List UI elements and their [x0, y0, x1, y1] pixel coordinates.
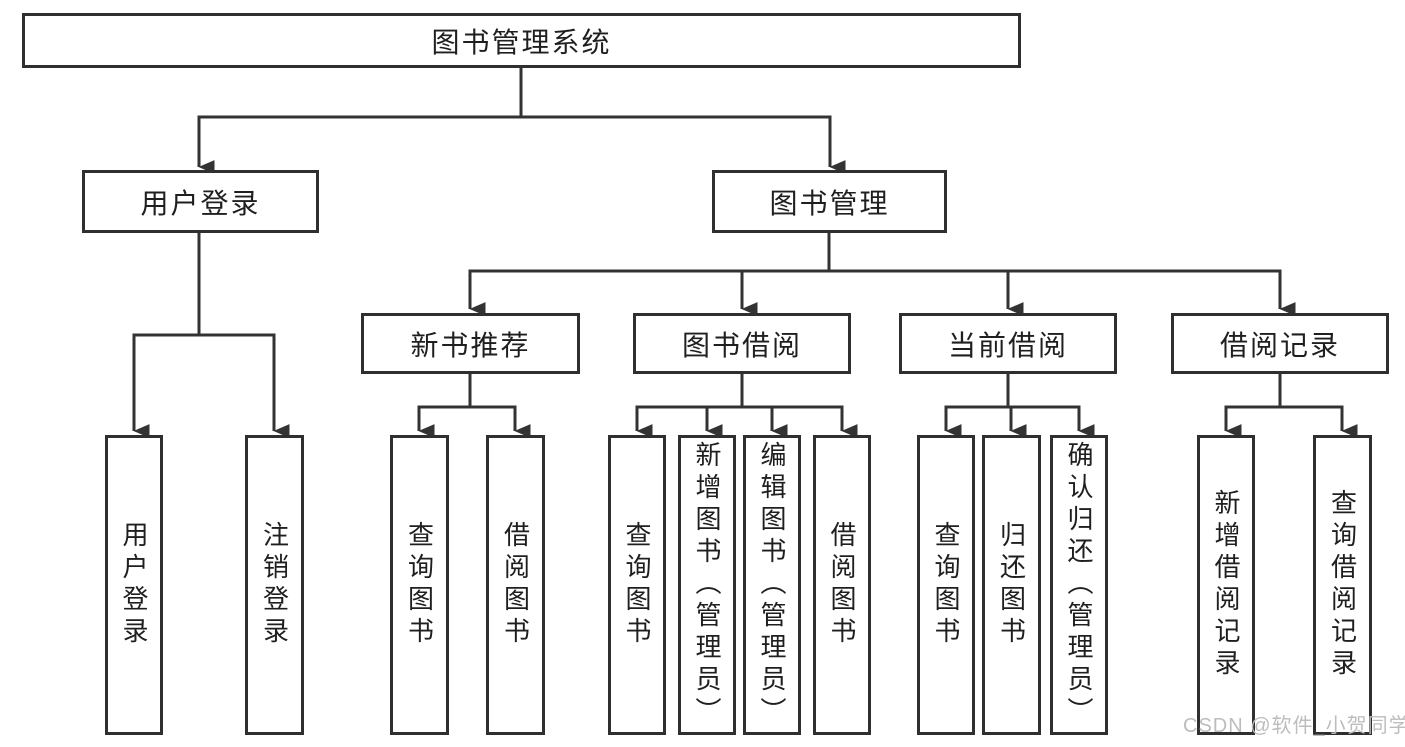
connector-book-borrow-to-leaves: [635, 374, 858, 438]
node-leaf-newbook-query-books: 查询图书: [390, 435, 449, 735]
node-label: 当前借阅: [947, 329, 1068, 361]
node-label: 归还图书: [996, 521, 1027, 649]
node-label: 用户登录: [140, 187, 261, 219]
node-leaf-borrow-query-books: 查询图书: [608, 435, 666, 735]
node-label: 新书推荐: [410, 329, 531, 361]
node-leaf-records-add-record: 新增借阅记录: [1197, 435, 1255, 735]
node-label: 图书借阅: [681, 329, 802, 361]
connector-user-login-to-leaves: [132, 233, 290, 438]
node-label: 查询借阅记录: [1327, 489, 1358, 681]
node-leaf-current-query-books: 查询图书: [917, 435, 975, 735]
connector-borrow-records-to-leaves: [1224, 374, 1358, 438]
node-label: 查询图书: [404, 521, 435, 649]
node-branch-user-login: 用户登录: [82, 170, 319, 233]
node-label: 编辑图书（管理员）: [757, 441, 787, 729]
node-label: 用户登录: [119, 521, 149, 649]
node-module-book-borrow: 图书借阅: [633, 313, 851, 374]
node-leaf-records-query-record: 查询借阅记录: [1313, 435, 1372, 735]
connector-root-to-branches: [197, 68, 846, 174]
node-label: 借阅图书: [827, 521, 857, 649]
node-branch-book-management: 图书管理: [712, 170, 947, 233]
node-label: 查询图书: [931, 521, 961, 649]
node-root: 图书管理系统: [22, 13, 1021, 68]
connector-book-management-to-modules: [468, 233, 1296, 316]
watermark: CSDN @软件_小贺同学: [1183, 715, 1405, 737]
node-label: 新增借阅记录: [1211, 489, 1241, 681]
node-label: 注销登录: [259, 521, 290, 649]
connector-current-borrow-to-leaves: [944, 374, 1095, 438]
node-leaf-borrow-add-books-admin: 新增图书（管理员）: [678, 435, 736, 735]
node-leaf-newbook-borrow-books: 借阅图书: [486, 435, 545, 735]
node-label: 借阅记录: [1219, 329, 1340, 361]
node-label: 查询图书: [622, 521, 652, 649]
node-label: 借阅图书: [500, 521, 531, 649]
node-module-new-book-recommend: 新书推荐: [361, 313, 580, 374]
node-label: 确认归还（管理员）: [1064, 441, 1094, 729]
node-leaf-borrow-edit-books-admin: 编辑图书（管理员）: [743, 435, 801, 735]
node-leaf-borrow-borrow-books: 借阅图书: [813, 435, 871, 735]
node-label: 图书管理: [769, 187, 890, 219]
connector-new-book-to-leaves: [417, 374, 531, 438]
node-leaf-current-confirm-return-admin: 确认归还（管理员）: [1050, 435, 1108, 735]
node-leaf-current-return-books: 归还图书: [982, 435, 1041, 735]
node-leaf-logout: 注销登录: [245, 435, 304, 735]
node-leaf-user-login: 用户登录: [105, 435, 163, 735]
node-module-current-borrow: 当前借阅: [899, 313, 1117, 374]
node-root-label: 图书管理系统: [431, 26, 612, 58]
node-label: 新增图书（管理员）: [692, 441, 722, 729]
node-module-borrow-records: 借阅记录: [1171, 313, 1389, 374]
